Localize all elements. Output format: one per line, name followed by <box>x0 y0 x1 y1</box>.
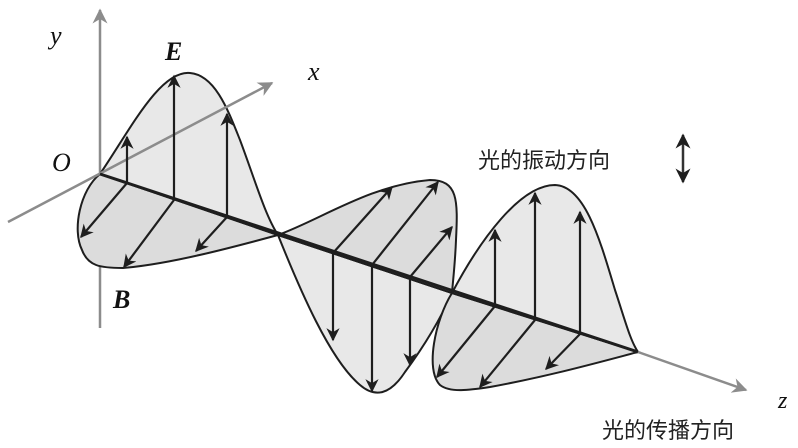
z-axis-label: z <box>777 388 788 414</box>
b-vector-arrow <box>409 225 453 278</box>
vibration-direction-label: 光的振动方向 <box>478 149 610 174</box>
b-vector-arrow <box>436 305 496 379</box>
b-field-lobe-2 <box>274 178 458 295</box>
b-vector-arrow <box>545 333 581 370</box>
e-field-lobe-1 <box>98 71 281 237</box>
b-vector-arrow <box>332 186 393 254</box>
b-vector-arrow <box>479 319 536 389</box>
origin-label: O <box>52 148 71 177</box>
b-vector-arrow <box>123 199 175 269</box>
z-axis <box>637 350 748 393</box>
b-field-label: B <box>112 285 130 314</box>
z-axis-propagation-line <box>99 172 639 354</box>
b-vector-arrow <box>371 180 439 266</box>
b-field-lobe-1 <box>76 172 282 270</box>
x-axis-label: x <box>307 57 320 86</box>
b-vector-arrow <box>195 216 228 252</box>
propagation-direction-label: 光的传播方向 <box>602 419 734 444</box>
e-field-label: E <box>164 37 182 66</box>
b-field-lobe-3 <box>431 291 642 392</box>
x-axis <box>7 81 274 224</box>
y-axis-label: y <box>47 21 62 50</box>
b-vector-arrow <box>80 182 128 239</box>
field-vectors <box>80 74 587 393</box>
e-field-lobe-3 <box>450 183 641 354</box>
